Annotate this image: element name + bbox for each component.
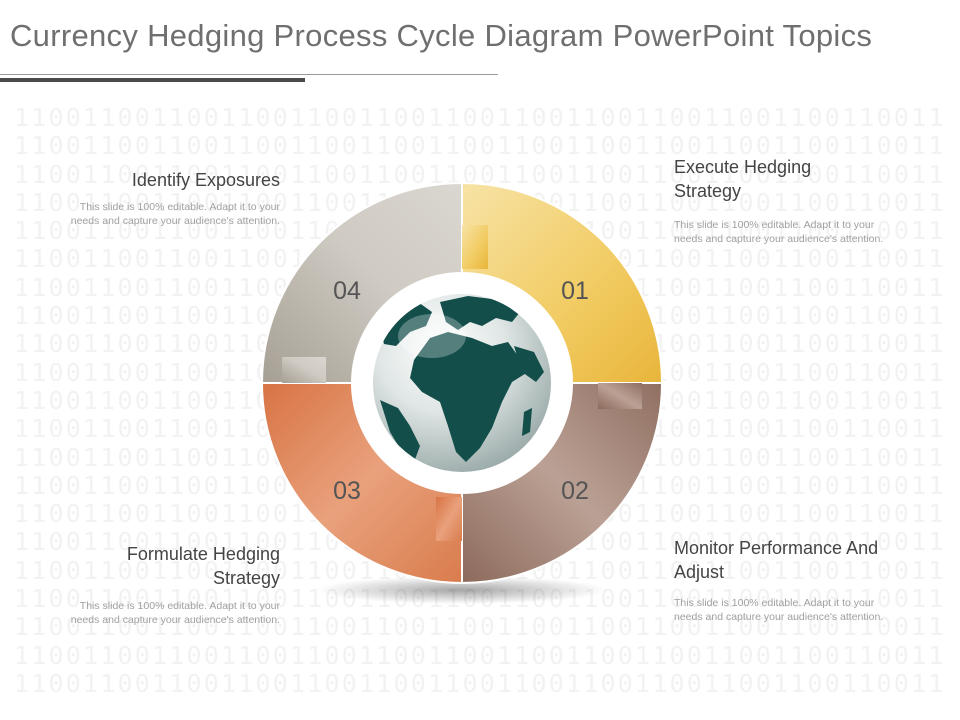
puzzle-tab-02 [598, 383, 642, 409]
binary-pattern-row: 1100110011001100110011001100110011001100… [14, 104, 946, 132]
globe-icon [373, 294, 551, 472]
step-label-identify-exposures: Identify Exposures [131, 170, 280, 190]
puzzle-tab-04 [282, 357, 326, 383]
title-underline-thick [0, 78, 305, 82]
puzzle-tab-03 [436, 497, 462, 541]
ring-shadow [317, 576, 607, 604]
step-label-monitor-performance-and-adjust: Monitor Performance And Adjust [674, 538, 879, 582]
binary-pattern-row: 1100110011001100110011001100110011001100… [14, 668, 946, 698]
title-underline-thin [0, 74, 498, 75]
step-description-formulate-hedging-strategy: This slide is 100% editable. Adapt it to… [70, 600, 280, 626]
binary-pattern-row: 1100110011001100110011001100110011001100… [14, 612, 946, 642]
segment-number-04: 04 [333, 277, 361, 305]
step-description-monitor-performance-and-adjust: This slide is 100% editable. Adapt it to… [674, 597, 884, 623]
step-label-formulate-hedging-strategy: Formulate Hedging Strategy [126, 544, 280, 588]
segment-number-02: 02 [561, 477, 589, 505]
step-description-execute-hedging-strategy: This slide is 100% editable. Adapt it to… [674, 219, 884, 245]
step-label-execute-hedging-strategy: Execute Hedging Strategy [674, 157, 812, 201]
segment-number-03: 03 [333, 477, 361, 505]
cycle-ring [260, 181, 664, 585]
step-description-identify-exposures: This slide is 100% editable. Adapt it to… [70, 201, 280, 227]
binary-pattern-row: 1100110011001100110011001100110011001100… [14, 131, 946, 161]
puzzle-tab-01 [462, 225, 488, 269]
page-title: Currency Hedging Process Cycle Diagram P… [10, 18, 873, 53]
segment-number-01: 01 [561, 277, 589, 305]
binary-pattern-row: 1100110011001100110011001100110011001100… [14, 640, 946, 670]
